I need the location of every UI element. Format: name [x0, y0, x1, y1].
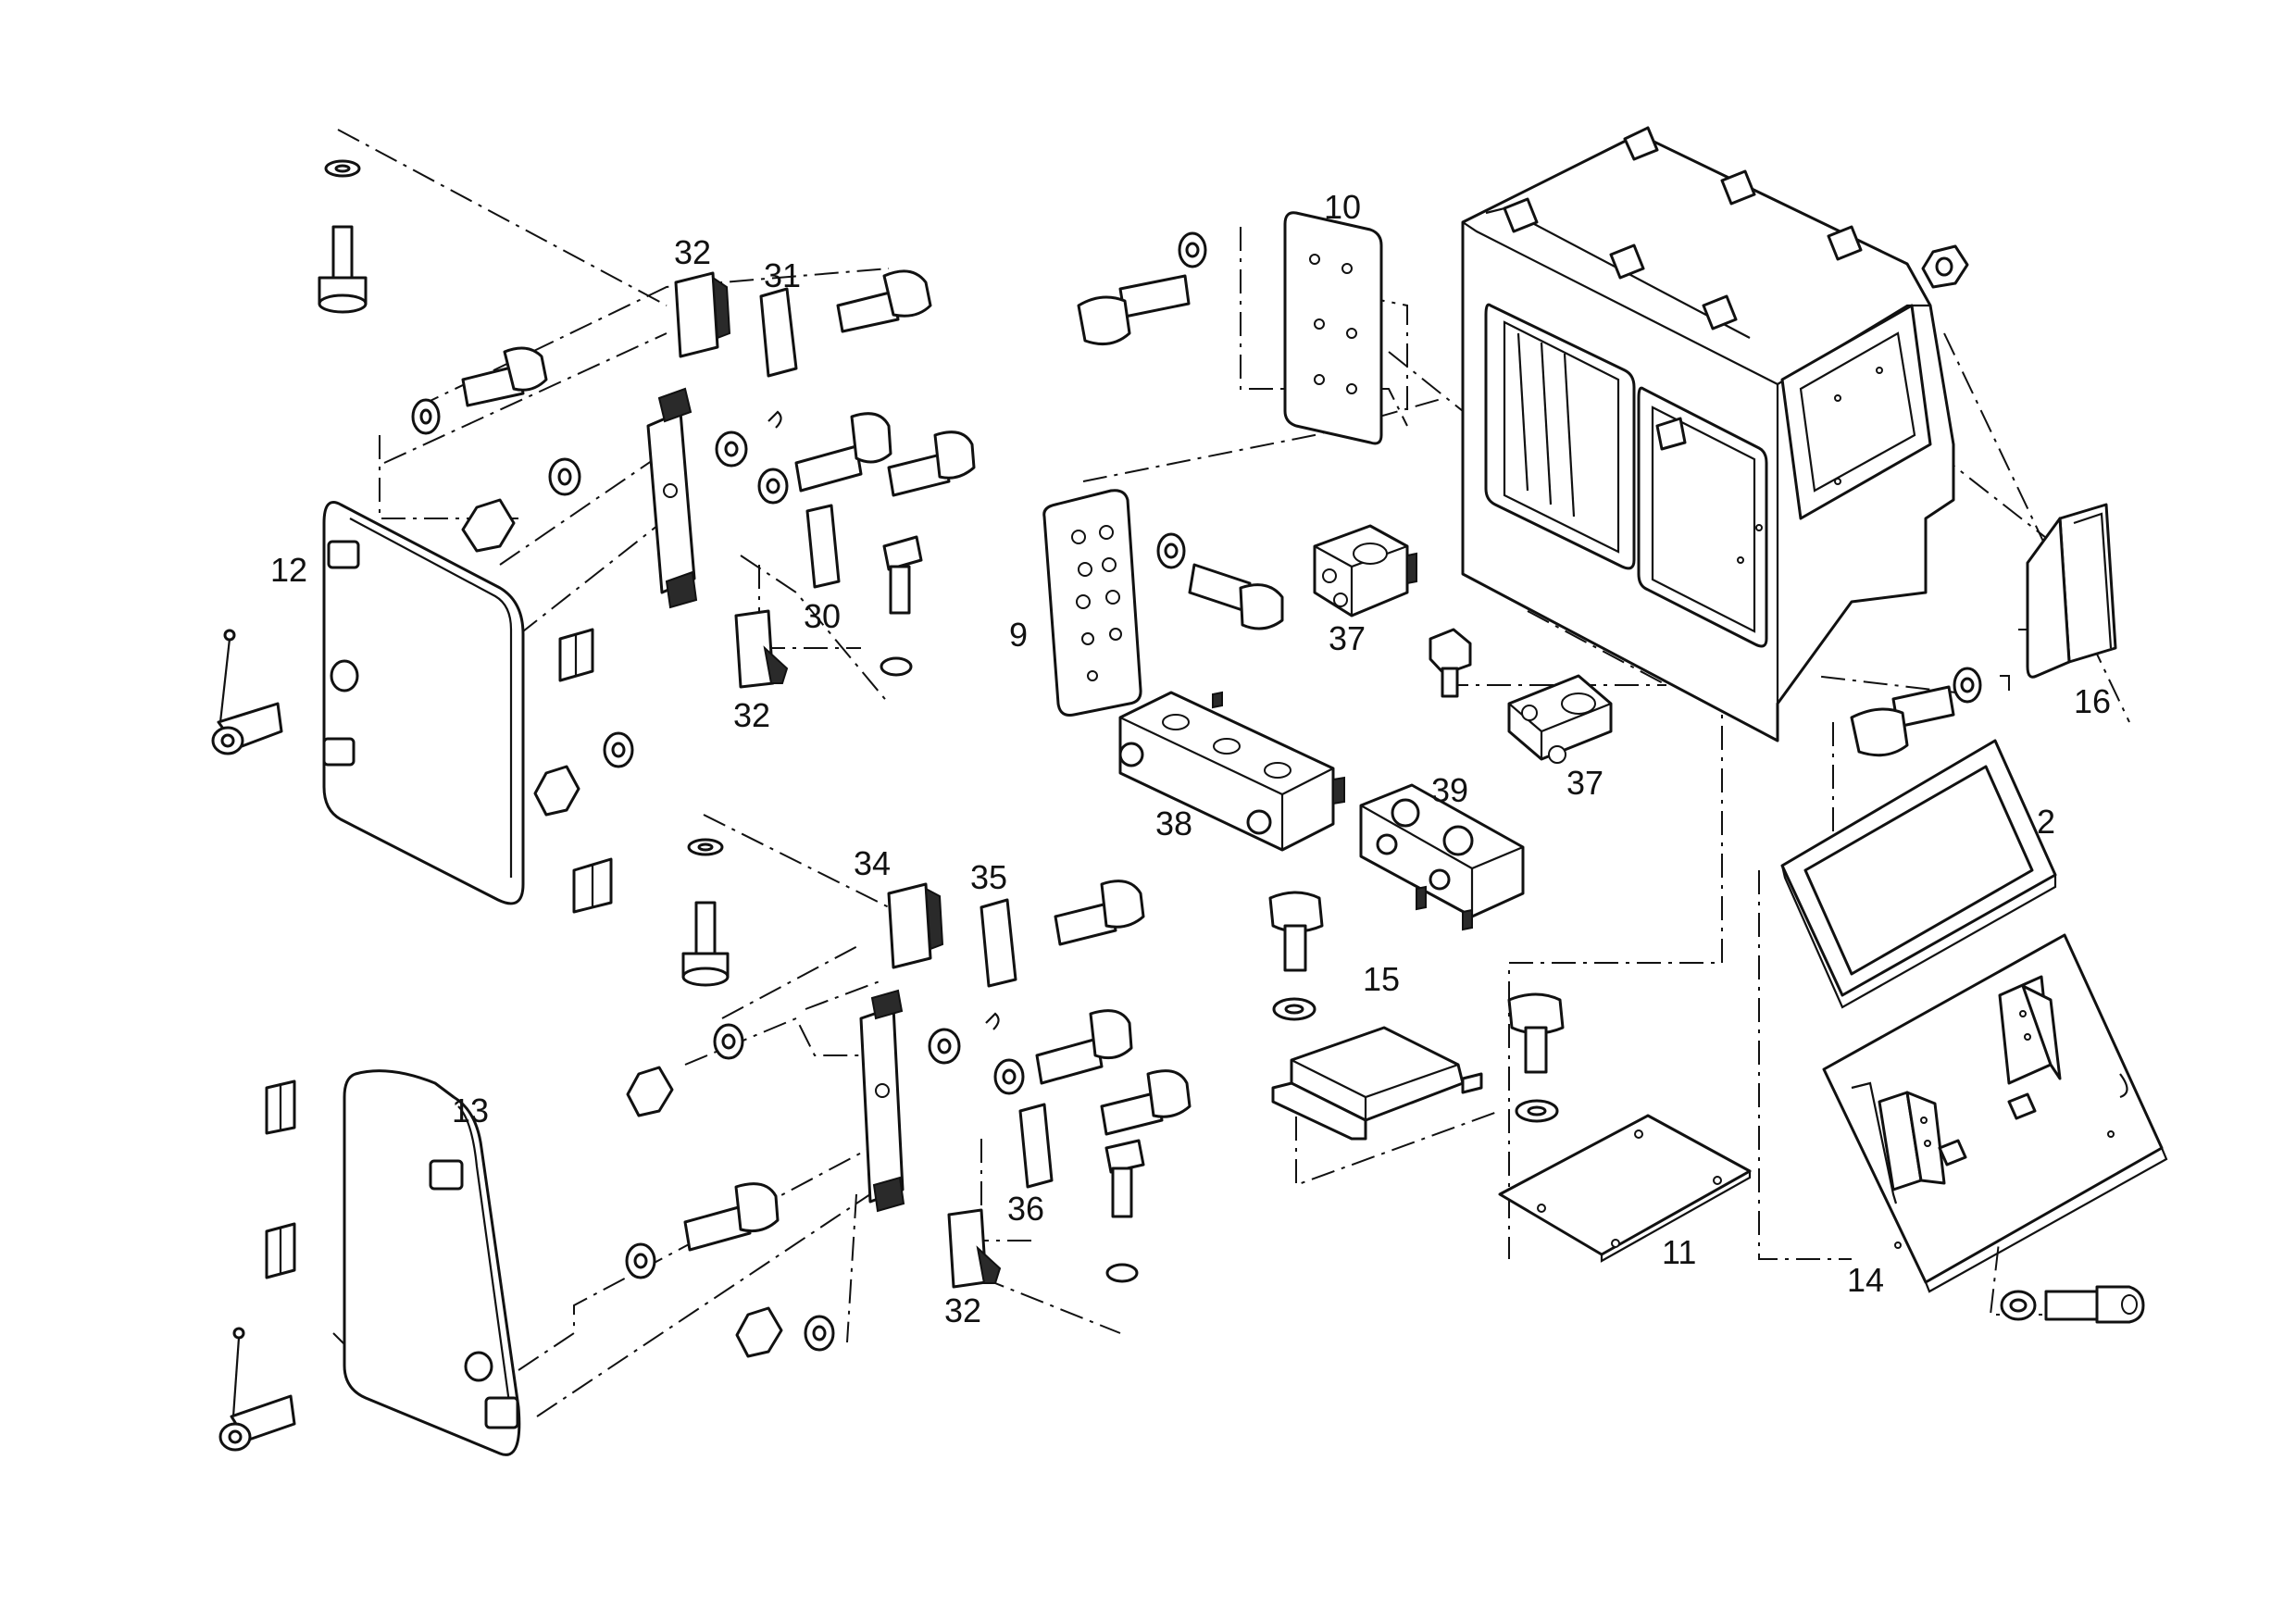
callout-13: 13: [452, 1092, 489, 1129]
callout-9: 9: [1009, 616, 1028, 654]
bolt-11: [1507, 992, 1565, 1123]
callout-31: 31: [764, 256, 801, 294]
lower-hardware: [625, 838, 1192, 1358]
door-panel-13: [343, 1069, 521, 1456]
plate-30: [805, 504, 841, 589]
callout-10: 10: [1324, 188, 1361, 226]
hinge-blocks: [265, 628, 613, 1279]
panel-14: [1822, 933, 2168, 1293]
frame-2: [1780, 739, 2057, 1009]
block-37-lower: [1507, 674, 1613, 764]
callout-38: 38: [1155, 805, 1192, 842]
hinge-plate-upper: [646, 387, 698, 609]
bracket-32-upper: [674, 271, 731, 358]
bolt-14: [2000, 1285, 2145, 1324]
plate-10: [1283, 211, 1383, 445]
callout-11: 11: [1662, 1233, 1696, 1271]
callout-34: 34: [854, 844, 891, 882]
bracket-32-mid: [734, 609, 789, 689]
hinge-plate-lower: [859, 989, 905, 1213]
plate-35: [980, 898, 1017, 988]
nut-top-right: [1921, 244, 1969, 289]
callout-37b: 37: [1566, 764, 1603, 802]
plate-9: [1042, 489, 1142, 717]
door-handle-13: [218, 1327, 296, 1452]
callout-12: 12: [270, 551, 307, 589]
door-panel-12: [322, 501, 525, 905]
bolt-15: [1268, 891, 1324, 1021]
callout-32a: 32: [674, 233, 711, 271]
plate-31: [759, 287, 798, 378]
plate-36: [1018, 1103, 1054, 1189]
bolt-37: [1429, 628, 1472, 698]
block-38: [1118, 691, 1345, 852]
bracket-32-lower: [947, 1208, 1002, 1289]
callout-35: 35: [970, 858, 1007, 896]
block-37-upper: [1313, 524, 1417, 618]
callout-labels: 2 9 10 11 12 13 14 15 16 30 31 32 32 32 …: [270, 188, 2111, 1329]
callout-16: 16: [2074, 682, 2111, 720]
plate-11: [1498, 1114, 1752, 1263]
callout-37a: 37: [1329, 619, 1366, 657]
bolts-plate-9-10: [1077, 231, 1284, 630]
callout-14: 14: [1847, 1261, 1884, 1299]
bracket-34: [887, 882, 944, 969]
main-housing: [1461, 126, 1955, 742]
callout-32c: 32: [944, 1291, 981, 1329]
bolt-16: [1850, 667, 1982, 757]
door-handle-12: [211, 629, 283, 755]
bracket-15: [1271, 1026, 1483, 1141]
cover-16: [2026, 503, 2117, 679]
callout-36: 36: [1007, 1190, 1044, 1228]
callout-15: 15: [1363, 960, 1400, 998]
callout-2: 2: [2037, 803, 2055, 841]
callout-30: 30: [804, 597, 841, 635]
callout-39: 39: [1431, 771, 1468, 809]
callout-32b: 32: [733, 696, 770, 734]
block-39: [1359, 783, 1525, 931]
upper-hardware: [318, 159, 976, 817]
